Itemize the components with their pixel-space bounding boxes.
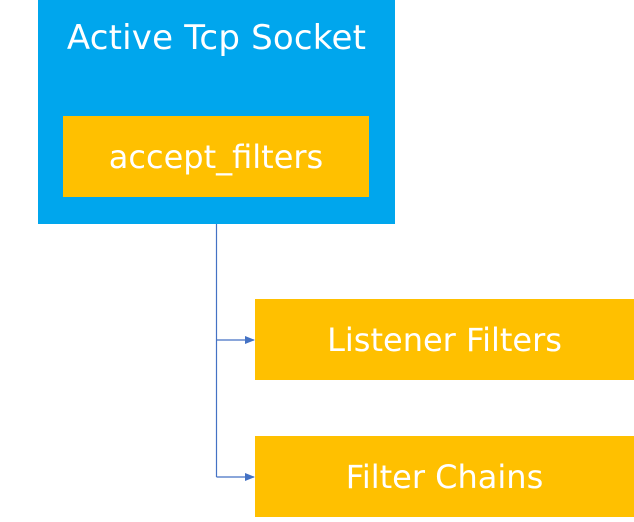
accept-filters-label: accept_filters [108,137,324,176]
listener-filters-label: Listener Filters [327,320,562,359]
filter-chains-box: Filter Chains [255,436,634,517]
active-tcp-socket-box: Active Tcp Socket accept_filters [38,0,395,224]
accept-filters-box: accept_filters [63,116,369,197]
filter-chains-label: Filter Chains [345,457,544,496]
listener-filters-box: Listener Filters [255,299,634,380]
socket-title: Active Tcp Socket [66,18,367,58]
